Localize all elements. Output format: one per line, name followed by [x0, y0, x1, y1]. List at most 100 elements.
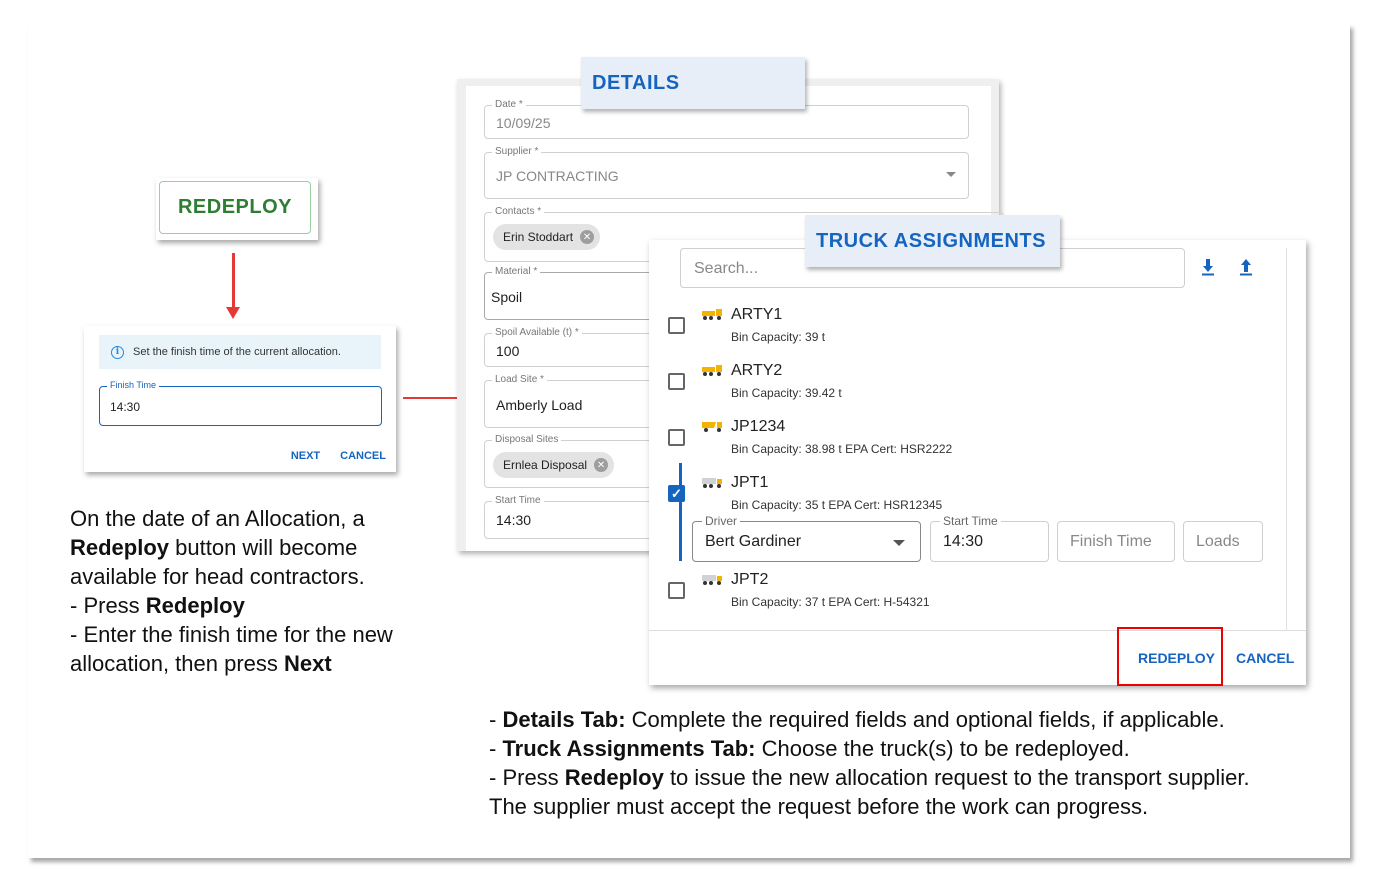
details-tab-label[interactable]: DETAILS — [581, 57, 805, 109]
driver-value: Bert Gardiner — [705, 533, 802, 550]
spoil-available-label: Spoil Available (t) * — [492, 327, 582, 338]
loads-placeholder: Loads — [1196, 533, 1240, 550]
truck-details: Bin Capacity: 38.98 t EPA Cert: HSR2222 — [731, 442, 953, 456]
scrollbar-track[interactable] — [1286, 248, 1287, 630]
info-icon: i — [111, 345, 124, 359]
instr-bold: Redeploy — [145, 593, 245, 618]
truck-name: JPT2 — [731, 571, 769, 588]
search-placeholder: Search... — [694, 260, 759, 277]
instr-text: The supplier must accept the request bef… — [489, 794, 1149, 819]
date-value: 10/09/25 — [496, 115, 551, 131]
truck-start-time-value: 14:30 — [943, 533, 984, 550]
finish-time-input[interactable]: Finish Time 14:30 — [99, 380, 382, 426]
dump-truck-icon — [702, 365, 722, 376]
driver-select[interactable]: Driver Bert Gardiner — [692, 514, 921, 562]
finish-time-placeholder: Finish Time — [1070, 533, 1152, 550]
download-icon[interactable] — [1201, 258, 1215, 278]
truck-checkbox[interactable] — [668, 373, 685, 390]
start-time-label: Start Time — [492, 495, 544, 506]
loads-input[interactable]: Loads — [1183, 521, 1263, 562]
dump-truck-icon — [702, 309, 722, 320]
finish-time-label: Finish Time — [107, 380, 160, 390]
truck-checkbox[interactable] — [668, 429, 685, 446]
finish-time-dialog: i Set the finish time of the current all… — [84, 326, 396, 472]
truck-name: JP1234 — [731, 418, 786, 435]
instr-bold: Redeploy — [70, 535, 170, 560]
semi-truck-icon — [702, 575, 722, 585]
driver-label: Driver — [702, 514, 740, 528]
instr-text: - Press — [489, 765, 565, 790]
next-button[interactable]: NEXT — [290, 450, 321, 462]
left-instructions: On the date of an Allocation, a Redeploy… — [70, 504, 440, 678]
material-value: Spoil — [491, 289, 523, 305]
contact-chip-label: Erin Stoddart — [503, 230, 574, 244]
disposal-sites-label: Disposal Sites — [492, 434, 562, 445]
instr-text: - — [489, 736, 503, 761]
chevron-down-icon — [893, 540, 905, 546]
disposal-chip[interactable]: Ernlea Disposal ✕ — [493, 452, 615, 478]
truck-details: Bin Capacity: 39 t — [731, 330, 826, 344]
truck-finish-time-input[interactable]: Finish Time — [1057, 521, 1175, 562]
contacts-label: Contacts * — [492, 206, 545, 217]
truck-assignments-tab-label[interactable]: TRUCK ASSIGNMENTS — [805, 215, 1060, 267]
instr-text: Complete the required fields and optiona… — [625, 707, 1225, 732]
truck-start-time-label: Start Time — [940, 514, 1001, 528]
supplier-label: Supplier * — [492, 146, 542, 157]
tipper-truck-icon — [702, 422, 722, 432]
chevron-down-icon — [946, 172, 956, 177]
truck-details: Bin Capacity: 35 t EPA Cert: HSR12345 — [731, 498, 943, 512]
truck-details: Bin Capacity: 39.42 t — [731, 386, 842, 400]
close-icon[interactable]: ✕ — [594, 458, 609, 472]
arrow-down-head — [226, 307, 240, 319]
selected-row-indicator — [679, 463, 682, 561]
truck-checkbox[interactable] — [668, 317, 685, 334]
highlight-box — [1117, 627, 1223, 686]
spoil-available-value: 100 — [496, 343, 520, 359]
dialog-actions: NEXT CANCEL — [291, 450, 386, 462]
date-label: Date * — [492, 99, 526, 110]
instr-bold: Details Tab: — [502, 707, 626, 732]
arrow-right — [403, 397, 465, 399]
truck-checkbox[interactable] — [668, 582, 685, 599]
truck-details: Bin Capacity: 37 t EPA Cert: H-54321 — [731, 595, 930, 609]
truck-assignments-panel: Search... ARTY1 Bin Capacity: 39 t ARTY2… — [649, 240, 1306, 685]
disposal-chip-label: Ernlea Disposal — [503, 458, 588, 472]
truck-name: ARTY2 — [731, 362, 783, 379]
close-icon[interactable]: ✕ — [580, 230, 595, 244]
contact-chip[interactable]: Erin Stoddart ✕ — [493, 224, 601, 250]
semi-truck-icon — [702, 478, 722, 488]
redeploy-button[interactable]: REDEPLOY — [159, 181, 311, 234]
truck-dialog-footer: REDEPLOY CANCEL — [649, 630, 1306, 685]
truck-checkbox-checked[interactable]: ✓ — [668, 485, 685, 502]
upload-icon[interactable] — [1239, 258, 1253, 278]
supplier-value: JP CONTRACTING — [496, 168, 619, 184]
bottom-instructions: - Details Tab: Complete the required fie… — [489, 705, 1329, 821]
instr-text: Choose the truck(s) to be redeployed. — [755, 736, 1130, 761]
instr-text: On the date of an Allocation, a — [70, 506, 365, 531]
material-label: Material * — [492, 266, 541, 277]
instr-text: to issue the new allocation request to t… — [663, 765, 1250, 790]
cancel-button[interactable]: CANCEL — [1236, 650, 1295, 666]
instr-text: - Press — [70, 593, 146, 618]
redeploy-button-card: REDEPLOY — [156, 178, 318, 240]
date-field[interactable]: Date * 10/09/25 — [484, 99, 969, 139]
instr-text: - Enter the finish time for the new allo… — [70, 622, 393, 676]
truck-name: ARTY1 — [731, 306, 783, 323]
truck-name: JPT1 — [731, 474, 769, 491]
instr-bold: Truck Assignments Tab: — [502, 736, 756, 761]
truck-start-time-input[interactable]: Start Time 14:30 — [930, 514, 1049, 562]
info-alert: i Set the finish time of the current all… — [99, 335, 381, 369]
info-text: Set the finish time of the current alloc… — [133, 346, 341, 358]
supplier-field[interactable]: Supplier * JP CONTRACTING — [484, 146, 969, 199]
instr-bold: Next — [284, 651, 332, 676]
start-time-value: 14:30 — [496, 512, 532, 528]
instr-text: - — [489, 707, 503, 732]
redeploy-submit-button[interactable]: REDEPLOY — [1138, 650, 1216, 666]
instr-text: button will become available for head co… — [70, 535, 365, 589]
load-site-label: Load Site * — [492, 374, 547, 385]
arrow-down — [232, 253, 235, 311]
instr-bold: Redeploy — [564, 765, 664, 790]
finish-time-value: 14:30 — [110, 400, 141, 414]
cancel-button[interactable]: CANCEL — [340, 450, 386, 462]
load-site-value: Amberly Load — [496, 397, 583, 413]
